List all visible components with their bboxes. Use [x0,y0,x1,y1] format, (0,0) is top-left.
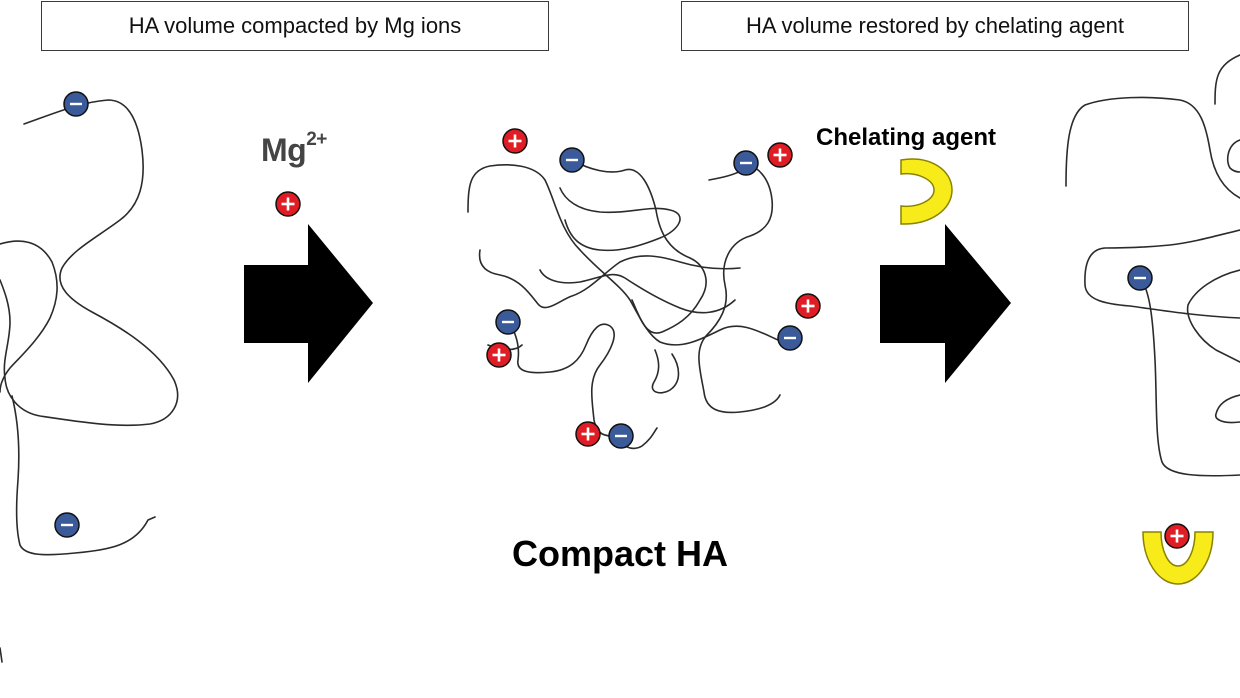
minus-ion-icon [495,309,521,335]
right-arrow-icon [244,224,373,383]
label-chelator-restoration: HA volume restored by chelating agent [681,1,1189,51]
plus-ion-icon [502,128,528,154]
compact-ha-label: Compact HA [512,533,729,574]
plus-ion-icon [767,142,793,168]
minus-ion-icon [54,512,80,538]
chelating-agent-label: Chelating agent [816,124,997,151]
compact-ha-tangle [467,159,791,450]
expanded-ha-chain-left [0,99,179,663]
minus-ion-icon [608,423,634,449]
minus-ion-icon [559,147,585,173]
plus-ion-icon [575,421,601,447]
minus-ion-icon [1127,265,1153,291]
chelator-icon [900,158,953,225]
plus-ion-icon [486,342,512,368]
mg-ion-label: Mg2+ [261,129,327,168]
minus-ion-icon [777,325,803,351]
plus-ion-icon [1164,523,1190,549]
minus-ion-icon [63,91,89,117]
chelator-icon [1142,531,1214,585]
restored-ha-chain-right [1065,54,1240,477]
plus-ion-icon [275,191,301,217]
right-arrow-icon [880,224,1011,383]
plus-ion-icon [795,293,821,319]
label-mg-compaction: HA volume compacted by Mg ions [41,1,549,51]
minus-ion-icon [733,150,759,176]
